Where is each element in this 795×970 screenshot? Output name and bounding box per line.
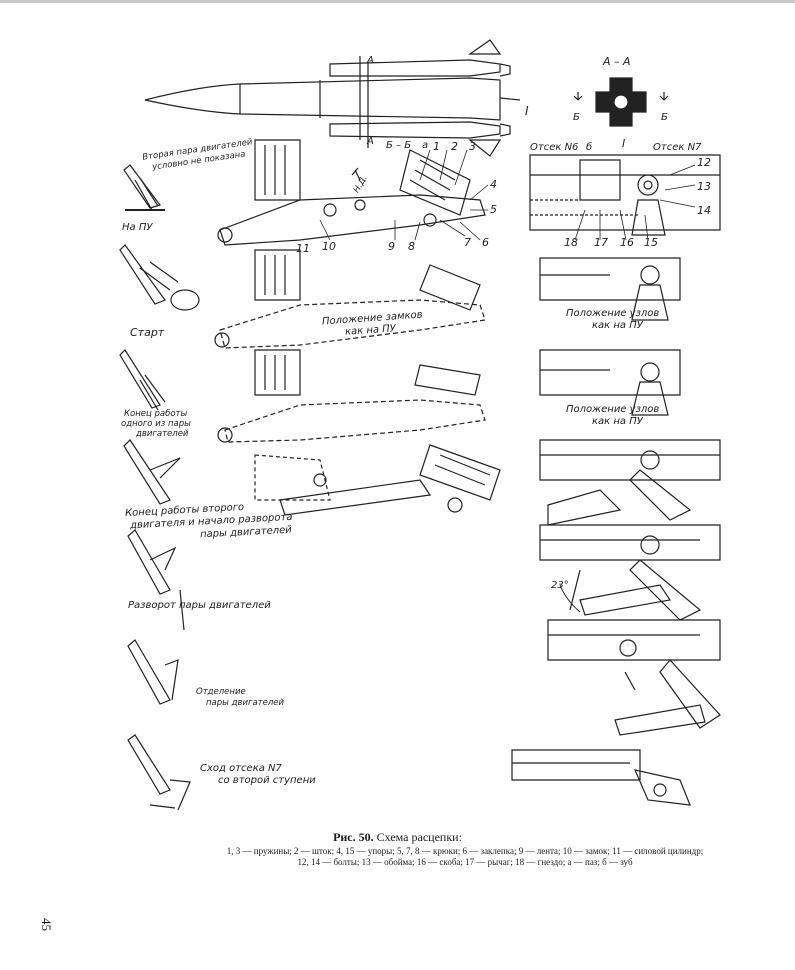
figure-caption-number: Рис. 50. xyxy=(333,830,374,844)
part-number-10: 10 xyxy=(322,240,336,253)
node-position-1-line2: как на ПУ xyxy=(592,320,643,331)
section-marker-a-top: A xyxy=(367,55,374,66)
stage-rockets-drawing xyxy=(119,164,200,811)
compartment-6-label: Отсек N6 xyxy=(530,142,579,153)
page-number: 45 xyxy=(39,918,54,931)
part-number-16: 16 xyxy=(620,236,634,249)
stage-3-line3: двигателей xyxy=(136,429,189,439)
part-number-6: 6 xyxy=(482,236,489,249)
figure-legend-line2: 12, 14 — болты; 13 — обойма; 16 — скоба;… xyxy=(297,857,633,867)
stage-6-line2: пары двигателей xyxy=(206,698,285,708)
arrow-b-label-left: Б xyxy=(573,112,580,123)
angle-arc xyxy=(559,584,581,613)
angle-label: 23° xyxy=(551,580,569,591)
node-position-1-line1: Положение узлов xyxy=(566,308,660,319)
part-number-2: 2 xyxy=(451,140,458,153)
compartment-7-label: Отсек N7 xyxy=(653,142,702,153)
marker-b-small: б xyxy=(586,142,593,153)
part-number-5: 5 xyxy=(490,203,497,216)
node-position-2-line1: Положение узлов xyxy=(566,404,660,415)
figure-caption-text: Схема расцепки: xyxy=(373,830,462,844)
part-number-15: 15 xyxy=(644,236,658,249)
stage-6-line1: Отделение xyxy=(196,687,246,697)
marker-a-small: а xyxy=(422,140,429,151)
part-number-4: 4 xyxy=(490,178,497,191)
part-number-14: 14 xyxy=(697,204,711,217)
stage-7-line1: Сход отсека N7 xyxy=(200,763,282,774)
figure-caption-title: Рис. 50. Схема расцепки: xyxy=(0,830,795,845)
stage-7-line2: со второй ступени xyxy=(218,775,316,786)
section-aa-label: А – А xyxy=(603,55,631,68)
rocket-main-drawing xyxy=(144,39,521,157)
part-number-13: 13 xyxy=(697,180,711,193)
stage-3-line1: Конец работы xyxy=(124,409,188,419)
stage-2-label: Старт xyxy=(130,326,165,339)
part-number-12: 12 xyxy=(697,156,711,169)
arrow-b-label-right: Б xyxy=(661,112,668,123)
part-number-18: 18 xyxy=(564,236,578,249)
part-number-17: 17 xyxy=(594,236,608,249)
marker-i-small: I xyxy=(622,137,626,150)
marker-i-top: I xyxy=(525,104,529,118)
compartment-details xyxy=(511,154,721,806)
leader-lines xyxy=(319,149,696,241)
part-number-11: 11 xyxy=(296,242,310,255)
top-border-line xyxy=(0,0,795,3)
section-marker-a-bottom: A xyxy=(367,136,374,147)
figure-legend-line1: 1, 3 — пружины; 2 — шток; 4, 15 — упоры;… xyxy=(226,846,704,856)
mechanism-drawings xyxy=(214,139,501,516)
section-bb-label: Б – Б xyxy=(386,140,412,151)
stage-5-label: Разворот пары двигателей xyxy=(128,600,271,611)
part-number-1: 1 xyxy=(433,140,440,153)
part-number-3: 3 xyxy=(469,140,476,153)
stage-1-label: На ПУ xyxy=(122,222,153,233)
part-number-7: 7 xyxy=(464,236,471,249)
section-aa-drawing xyxy=(573,77,669,127)
figure-legend: 1, 3 — пружины; 2 — шток; 4, 15 — упоры;… xyxy=(210,846,720,868)
part-number-8: 8 xyxy=(408,240,415,253)
part-number-9: 9 xyxy=(388,240,395,253)
node-position-2-line2: как на ПУ xyxy=(592,416,643,427)
stage-3-line2: одного из пары xyxy=(121,419,191,429)
